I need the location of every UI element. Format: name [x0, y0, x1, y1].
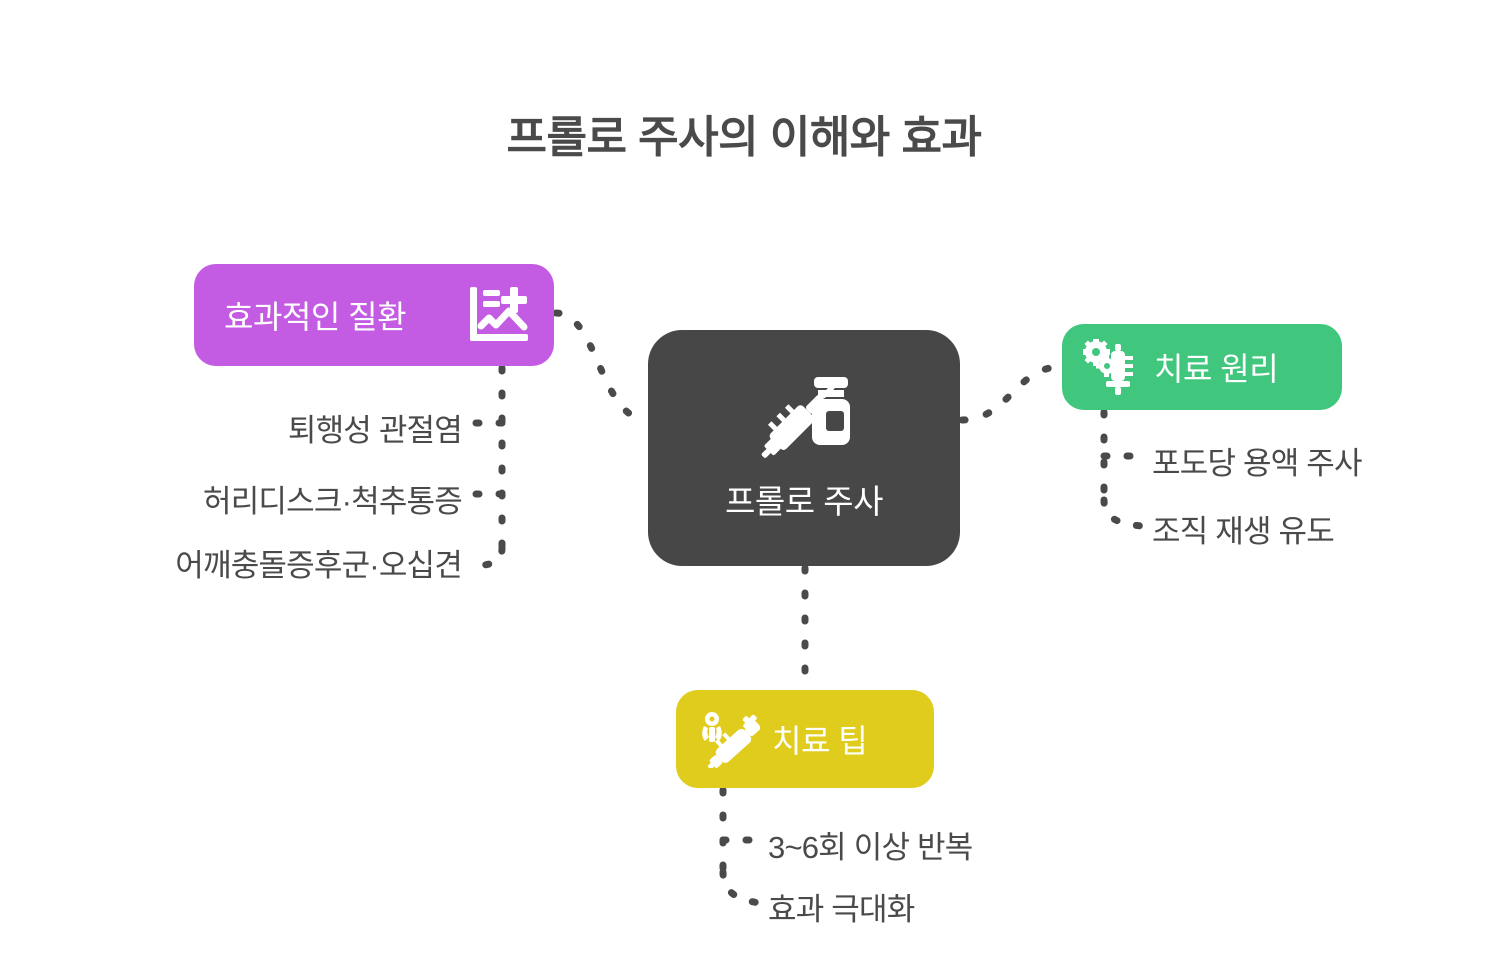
branch-label-treatment-principle: 치료 원리: [1154, 351, 1279, 387]
branch-label-treatment-tips: 치료 팁: [772, 723, 868, 759]
leaf-effective-conditions-2: 허리디스크·척추통증: [202, 484, 463, 519]
leaf-effective-conditions-1: 퇴행성 관절염: [287, 413, 463, 448]
branch-node-treatment-principle[interactable]: 치료 원리: [1062, 324, 1342, 410]
center-node-label: 프롤로 주사: [725, 483, 883, 520]
syringe-vial-icon: [761, 377, 850, 458]
page-title: 프롤로 주사의 이해와 효과: [506, 113, 982, 162]
leaf-effective-conditions-3: 어깨충돌증후군·오십견: [175, 548, 463, 583]
leaf-treatment-tips-2: 효과 극대화: [768, 892, 915, 927]
syringe-cells-icon: [1083, 339, 1133, 395]
connector-bottom-leaf-2: [719, 868, 764, 907]
branch-node-effective-conditions[interactable]: 효과적인 질환: [194, 264, 554, 366]
syringe-injection-icon: [702, 712, 760, 768]
connector-purple-to-center: [552, 309, 652, 424]
branch-node-treatment-tips[interactable]: 치료 팁: [676, 690, 934, 788]
leaf-treatment-principle-2: 조직 재생 유도: [1152, 514, 1335, 549]
connector-right-leaf-2: [1100, 496, 1146, 530]
leaf-treatment-principle-1: 포도당 용액 주사: [1152, 446, 1362, 481]
center-node[interactable]: 프롤로 주사: [648, 330, 960, 566]
connector-left-leaf-3: [470, 544, 506, 570]
connector-center-to-green: [958, 363, 1064, 424]
branch-label-effective-conditions: 효과적인 질환: [224, 299, 407, 335]
medical-chart-plus-icon: [470, 287, 528, 341]
leaf-treatment-tips-1: 3~6회 이상 반복: [768, 830, 973, 865]
